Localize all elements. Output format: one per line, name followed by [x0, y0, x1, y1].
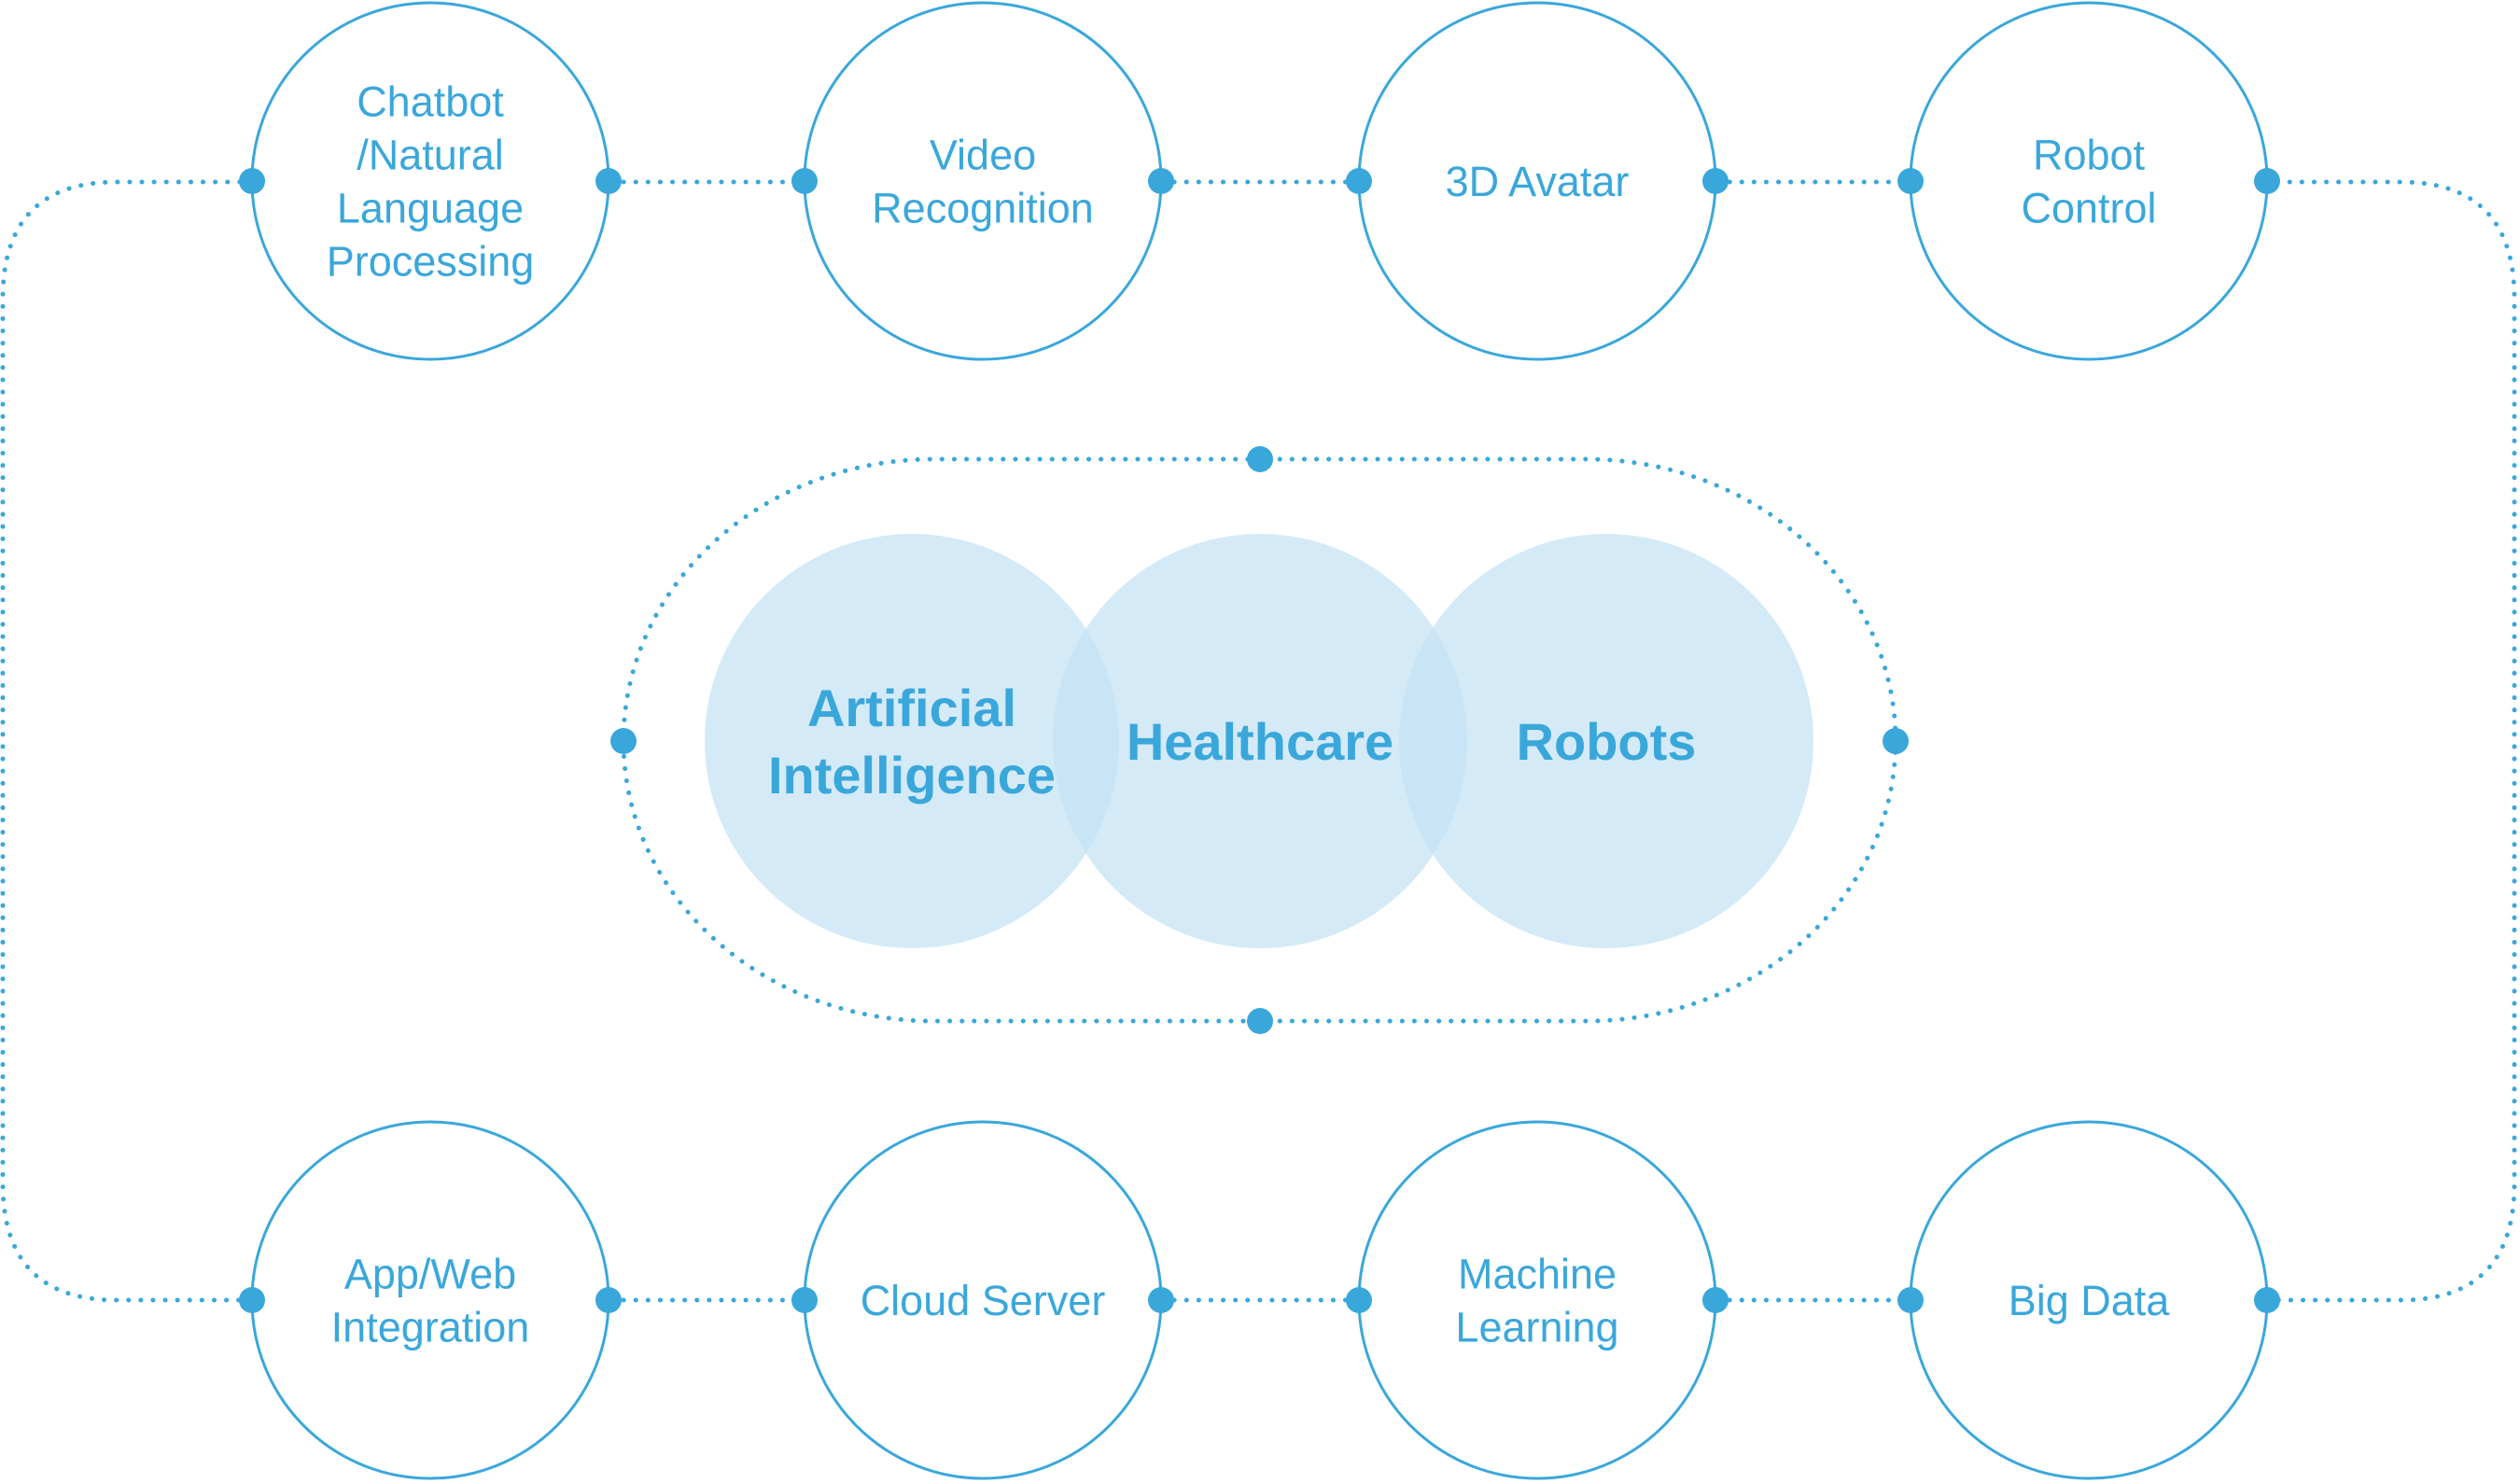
connector-dot	[1702, 168, 1729, 194]
node-label: Cloud Server	[861, 1277, 1106, 1324]
venn-label-artificial-intelligence: Artificial	[807, 679, 1016, 737]
node-circle	[250, 1120, 610, 1480]
connector-dot	[2254, 1287, 2280, 1313]
node-label: Chatbot	[357, 78, 504, 126]
venn-circle-healthcare	[1053, 534, 1467, 948]
node-label: Big Data	[2009, 1277, 2171, 1324]
node-cloud-server: Cloud Server	[803, 1120, 1163, 1480]
node-label: Robot	[2033, 132, 2146, 179]
venn-diagram	[705, 534, 1813, 948]
node-label: Video	[930, 132, 1036, 179]
node-3d-avatar: 3D Avatar	[1357, 1, 1717, 361]
node-label: 3D Avatar	[1446, 158, 1630, 205]
node-big-data: Big Data	[1909, 1120, 2269, 1480]
connector-dot	[239, 1287, 265, 1313]
connector-dot	[1346, 168, 1372, 194]
inner-dotted-frame	[621, 456, 1898, 1024]
node-label: /Natural	[357, 132, 504, 179]
connector-dot	[595, 168, 622, 194]
node-circle	[803, 1, 1163, 361]
node-circle	[1909, 1, 2269, 361]
frame-dot-right	[1883, 728, 1909, 754]
venn-label-artificial-intelligence: Intelligence	[768, 746, 1056, 805]
frame-dot-bottom	[1247, 1008, 1273, 1034]
connector-dot	[1702, 1287, 1729, 1313]
connector-dots	[239, 168, 2280, 1313]
venn-label-robots: Robots	[1517, 712, 1697, 771]
venn-circle-robots	[1399, 534, 1813, 948]
node-label: Integration	[331, 1304, 530, 1351]
frame-dot-left	[610, 728, 637, 754]
connector-dot	[1148, 1287, 1174, 1313]
venn-label-healthcare: Healthcare	[1127, 712, 1393, 771]
frame-dot-top	[1247, 446, 1273, 472]
connector-dot	[2254, 168, 2280, 194]
node-label: Machine	[1458, 1251, 1617, 1298]
node-label: Recognition	[872, 185, 1094, 232]
connector-dot	[1897, 168, 1924, 194]
node-circle	[250, 1, 610, 361]
connector-dot	[1148, 168, 1174, 194]
connector-dot	[595, 1287, 622, 1313]
connector-dot	[1346, 1287, 1372, 1313]
connector-dot	[239, 168, 265, 194]
node-label: Control	[2021, 185, 2156, 232]
node-label: App/Web	[344, 1251, 516, 1298]
node-label: Processing	[327, 238, 535, 286]
venn-circle-ai	[705, 534, 1119, 948]
node-label: Learning	[1455, 1304, 1618, 1351]
connector-dot	[791, 168, 818, 194]
connector-dot	[1897, 1287, 1924, 1313]
node-label: Language	[337, 185, 524, 232]
node-circle	[1357, 1120, 1717, 1480]
connector-dot	[791, 1287, 818, 1313]
